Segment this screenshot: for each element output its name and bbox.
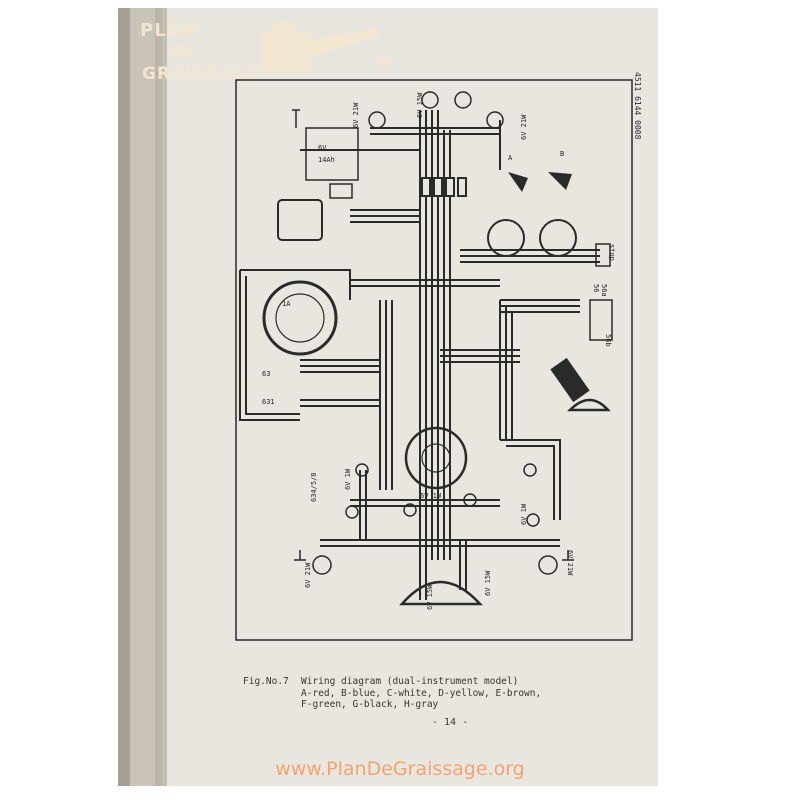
diagram-frame xyxy=(235,79,633,641)
oil-can-logo-icon xyxy=(262,22,389,72)
terminal-1A-label: 1A xyxy=(282,300,291,308)
wiring-diagram xyxy=(239,110,600,600)
figure-number: Fig.No.7 xyxy=(243,676,289,687)
lamp-bottom-right-label: 6V 21W xyxy=(566,550,574,576)
stop-label: stop xyxy=(608,244,616,261)
horn xyxy=(566,398,611,412)
ground-symbols xyxy=(294,550,574,561)
coil xyxy=(550,357,590,403)
headlamp-left-label: 6V 15W xyxy=(426,584,434,610)
relay-box xyxy=(329,183,353,199)
terminal-56a-label: 56a xyxy=(600,284,608,297)
footer-website-link[interactable]: www.PlanDeGraissage.org xyxy=(275,758,525,780)
lamp-bulbs xyxy=(312,91,558,575)
serial-number-text: 4511 6144 0008 xyxy=(633,72,642,140)
headlamp xyxy=(399,580,483,606)
lamp-bottom-left-label: 6V 21W xyxy=(304,562,312,588)
spark-plug-B xyxy=(548,172,572,190)
spark-plug-A xyxy=(508,172,528,192)
headlamp-right-label: 6V 15W xyxy=(484,570,492,596)
handlebar-switch xyxy=(589,299,613,341)
caption-line-3: F-green, G-black, H-gray xyxy=(301,699,439,710)
terminal-B-label: B xyxy=(560,150,565,158)
serial-number: 4511 6144 0008 xyxy=(626,72,646,192)
terminal-A-label: A xyxy=(508,154,513,162)
lamp-top-center-label: 6V 15W xyxy=(416,92,424,118)
terminal-631-label: 631 xyxy=(262,398,275,406)
caption-line-1: Wiring diagram (dual-instrument model) xyxy=(301,676,519,687)
lamp-left-mid-label: 6V 1W xyxy=(344,468,352,490)
regulator xyxy=(277,199,323,241)
lamp-top-right-label: 6V 21W xyxy=(520,114,528,140)
paper-sheet xyxy=(118,8,658,786)
caption-line-2: A-red, B-blue, C-white, D-yellow, E-brow… xyxy=(301,687,542,699)
terminal-63-label: 63 xyxy=(262,370,271,378)
figure-caption: Fig.No.7 Wiring diagram (dual-instrument … xyxy=(243,676,663,711)
lamp-top-left-label: 6V 21W xyxy=(352,102,360,128)
part-number-label: 634/5/8 xyxy=(310,472,318,502)
center-small-lamp-label: 6V 1W xyxy=(420,492,442,500)
logo-line-1: PLAN xyxy=(140,20,198,41)
generator xyxy=(262,280,338,356)
page-number: - 14 - xyxy=(432,717,469,728)
battery-label: 6V xyxy=(318,144,327,152)
battery xyxy=(292,109,359,181)
battery-capacity-label: 14Ah xyxy=(318,156,335,164)
gauge-right xyxy=(539,219,577,257)
terminal-56-label: 56 xyxy=(592,284,600,293)
terminal-56b-label: 56b xyxy=(604,334,612,347)
lamp-right-mid-label: 6V 1W xyxy=(520,503,528,525)
logo-line-2: DE xyxy=(170,42,200,63)
plan-de-graissage-logo: PLAN DE GRAISSAGE xyxy=(130,10,410,90)
stop-switch xyxy=(595,243,611,267)
gauge-left xyxy=(487,219,525,257)
ignition-switch xyxy=(404,426,468,490)
logo-line-3: GRAISSAGE xyxy=(142,64,260,84)
